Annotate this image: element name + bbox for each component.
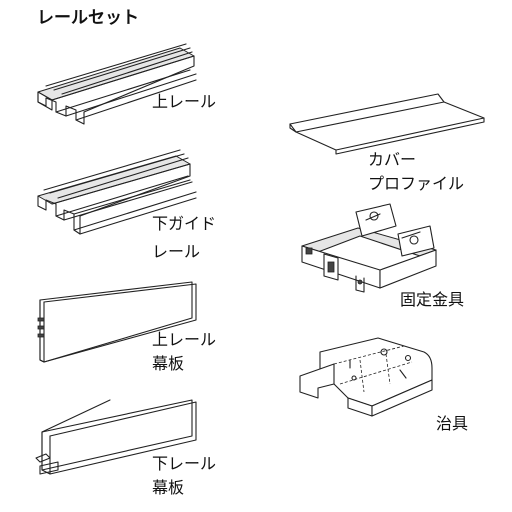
label-upper-rail-fascia-line1: 上レール — [152, 330, 217, 349]
lower-guide-rail-illustration — [37, 149, 197, 235]
label-upper-rail-fascia-line2: 幕板 — [152, 354, 185, 373]
label-cover-profile-line1: カバー — [368, 150, 417, 169]
label-lower-rail-fascia-line1: 下レール — [152, 454, 217, 473]
label-cover-profile-line2: プロファイル — [368, 174, 465, 193]
diagram-title: レールセット — [37, 8, 139, 28]
cover-profile-illustration — [289, 93, 485, 155]
upper-rail-illustration — [37, 43, 197, 125]
lower-rail-fascia-illustration — [35, 399, 197, 475]
label-lower-guide-rail-line1: 下ガイド — [152, 214, 217, 233]
upper-rail-fascia-illustration — [37, 281, 197, 363]
label-lower-guide-rail-line2: レール — [152, 242, 201, 261]
label-fixing-bracket: 固定金具 — [400, 290, 465, 309]
label-upper-rail: 上レール — [152, 92, 217, 111]
label-lower-rail-fascia-line2: 幕板 — [152, 478, 185, 497]
label-jig: 治具 — [436, 414, 469, 433]
jig-illustration — [299, 337, 433, 417]
fixing-bracket-illustration — [301, 203, 437, 293]
